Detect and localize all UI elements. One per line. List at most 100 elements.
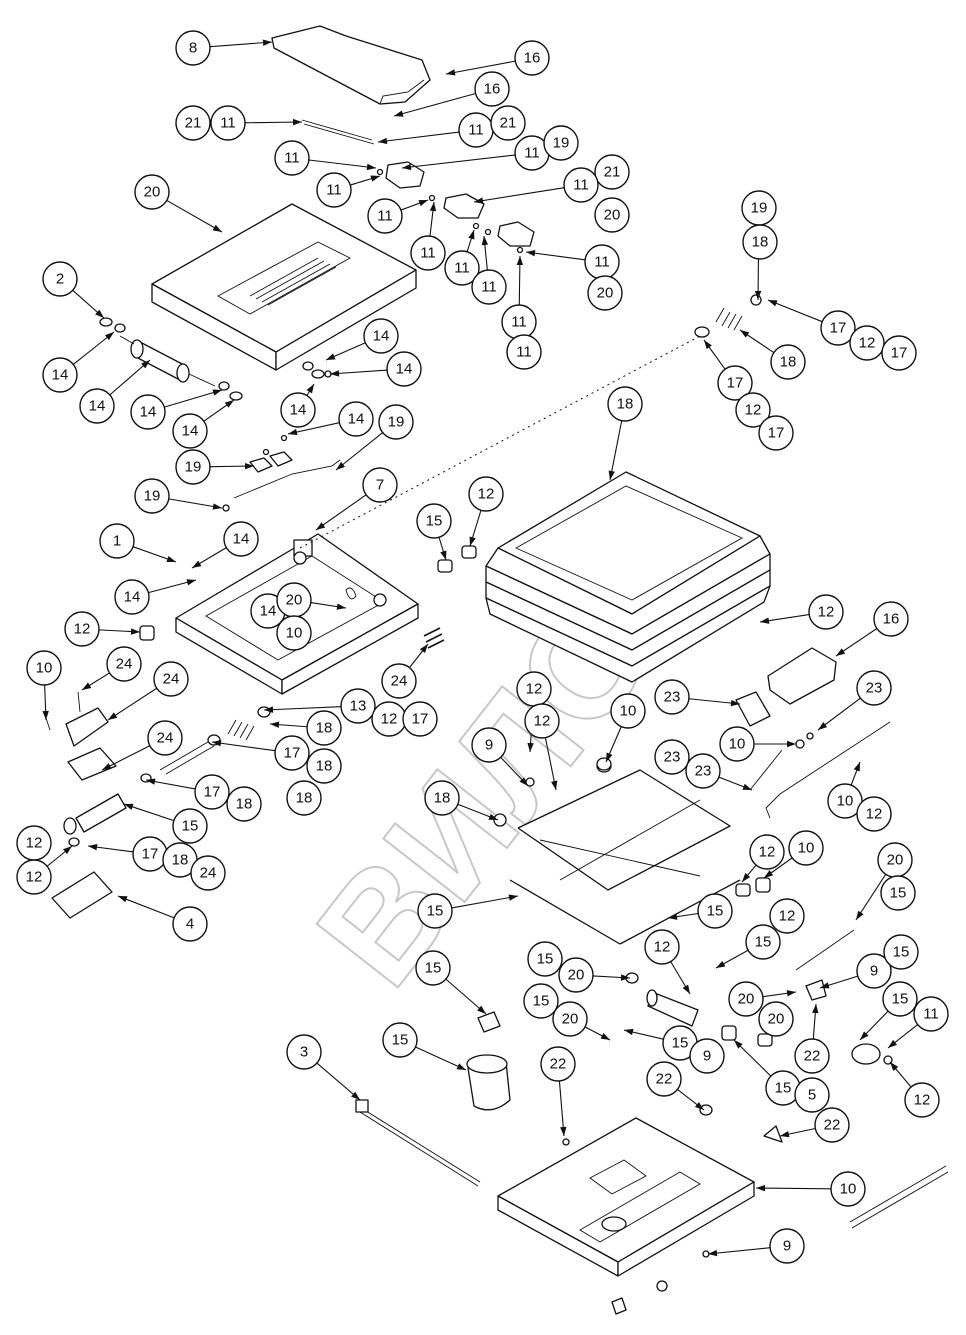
callout-number: 14 (260, 603, 277, 620)
callout-circle (882, 981, 918, 1017)
callout-number: 23 (695, 763, 712, 780)
callout-11: 11 (584, 244, 620, 280)
callout-circle (719, 726, 755, 762)
callout-10: 10 (830, 1171, 866, 1207)
leader-arrowhead (82, 682, 92, 690)
leader-arrowhead (516, 256, 524, 266)
callout-circle (769, 1228, 805, 1264)
leader-arrowhead (704, 340, 712, 350)
part-10-actuator (735, 647, 891, 819)
callout-10: 10 (26, 650, 62, 686)
leader-line (164, 389, 223, 408)
callout-circle (794, 1077, 830, 1113)
callout-number: 12 (779, 908, 796, 925)
callout-circle (717, 365, 753, 401)
leader-line (335, 432, 384, 471)
leader-arrowhead (330, 370, 340, 377)
callout-11: 11 (458, 112, 494, 148)
callout-circle (338, 401, 374, 437)
callout-number: 14 (52, 367, 69, 384)
callout-circle (563, 167, 599, 203)
callout-circle (410, 235, 446, 271)
leader-arrowhead (212, 740, 222, 747)
callout-number: 23 (866, 680, 883, 697)
leader-arrowhead (668, 913, 678, 920)
callout-circle (514, 40, 550, 76)
callout-circle (820, 310, 856, 346)
leader-arrowhead (734, 1040, 743, 1049)
callout-15: 15 (745, 924, 781, 960)
callout-10: 10 (827, 783, 863, 819)
callout-15: 15 (697, 893, 733, 929)
callout-number: 14 (233, 531, 250, 548)
callout-circle (506, 334, 542, 370)
leader-arrowhead (212, 503, 222, 510)
part-22-fasteners (562, 1104, 783, 1292)
callout-11: 11 (471, 269, 507, 305)
callout-11: 11 (444, 250, 480, 286)
callout-number: 17 (142, 846, 159, 863)
callout-number: 16 (484, 81, 501, 98)
callout-21: 21 (594, 154, 630, 190)
callout-circle (363, 318, 399, 354)
callout-number: 10 (620, 703, 637, 720)
callout-21: 21 (490, 105, 526, 141)
callout-number: 22 (824, 1117, 841, 1134)
callout-circle (770, 344, 806, 380)
callout-circle (468, 476, 504, 512)
callout-circle (79, 388, 115, 424)
callout-5: 5 (794, 1077, 830, 1113)
leader-line (609, 420, 623, 481)
callout-circle (381, 663, 417, 699)
callout-circle (758, 415, 794, 451)
leader-arrowhead (440, 550, 447, 560)
leader-arrowhead (812, 1004, 819, 1014)
leader-arrowhead (527, 742, 534, 752)
callout-number: 12 (526, 681, 543, 698)
callout-number: 18 (316, 720, 333, 737)
leader-arrowhead (130, 628, 140, 635)
callout-15: 15 (882, 981, 918, 1017)
callout-number: 18 (172, 852, 189, 869)
callout-circle (881, 335, 917, 371)
leader-line (415, 1046, 467, 1071)
part-9-damper (466, 777, 627, 1315)
callout-18: 18 (770, 344, 806, 380)
callout-14: 14 (338, 401, 374, 437)
callout-number: 24 (157, 730, 174, 747)
callout-number: 12 (859, 335, 876, 352)
callout-14: 14 (79, 388, 115, 424)
leader-arrowhead (620, 974, 630, 981)
part-7-bellows (485, 471, 771, 683)
callout-14: 14 (280, 392, 316, 428)
callout-12: 12 (749, 834, 785, 870)
callout-number: 12 (745, 402, 762, 419)
leader-line (558, 1080, 565, 1137)
callout-circle (524, 703, 560, 739)
callout-9: 9 (856, 953, 892, 989)
leader-arrowhead (730, 699, 740, 707)
callout-circle (794, 1038, 830, 1074)
callout-number: 9 (870, 963, 878, 980)
callout-number: 11 (420, 245, 436, 262)
callout-circle (226, 786, 262, 822)
callout-11: 11 (506, 334, 542, 370)
callout-number: 12 (759, 844, 776, 861)
part-12-bushings (139, 545, 477, 641)
callout-number: 15 (425, 960, 442, 977)
leader-arrowhead (419, 644, 428, 654)
callout-22: 22 (814, 1107, 850, 1143)
callout-circle (749, 834, 785, 870)
callout-20: 20 (758, 1001, 794, 1037)
callout-number: 12 (654, 939, 671, 956)
callout-circle (685, 753, 721, 789)
callout-number: 10 (798, 840, 815, 857)
callout-17: 17 (758, 415, 794, 451)
callout-circle (490, 105, 526, 141)
leader-arrowhead (481, 236, 489, 246)
callout-number: 14 (140, 404, 157, 421)
callout-circle (306, 710, 342, 746)
leader-arrowhead (519, 777, 528, 786)
leader-arrowhead (708, 1249, 718, 1257)
leader-arrowhead (551, 780, 558, 790)
